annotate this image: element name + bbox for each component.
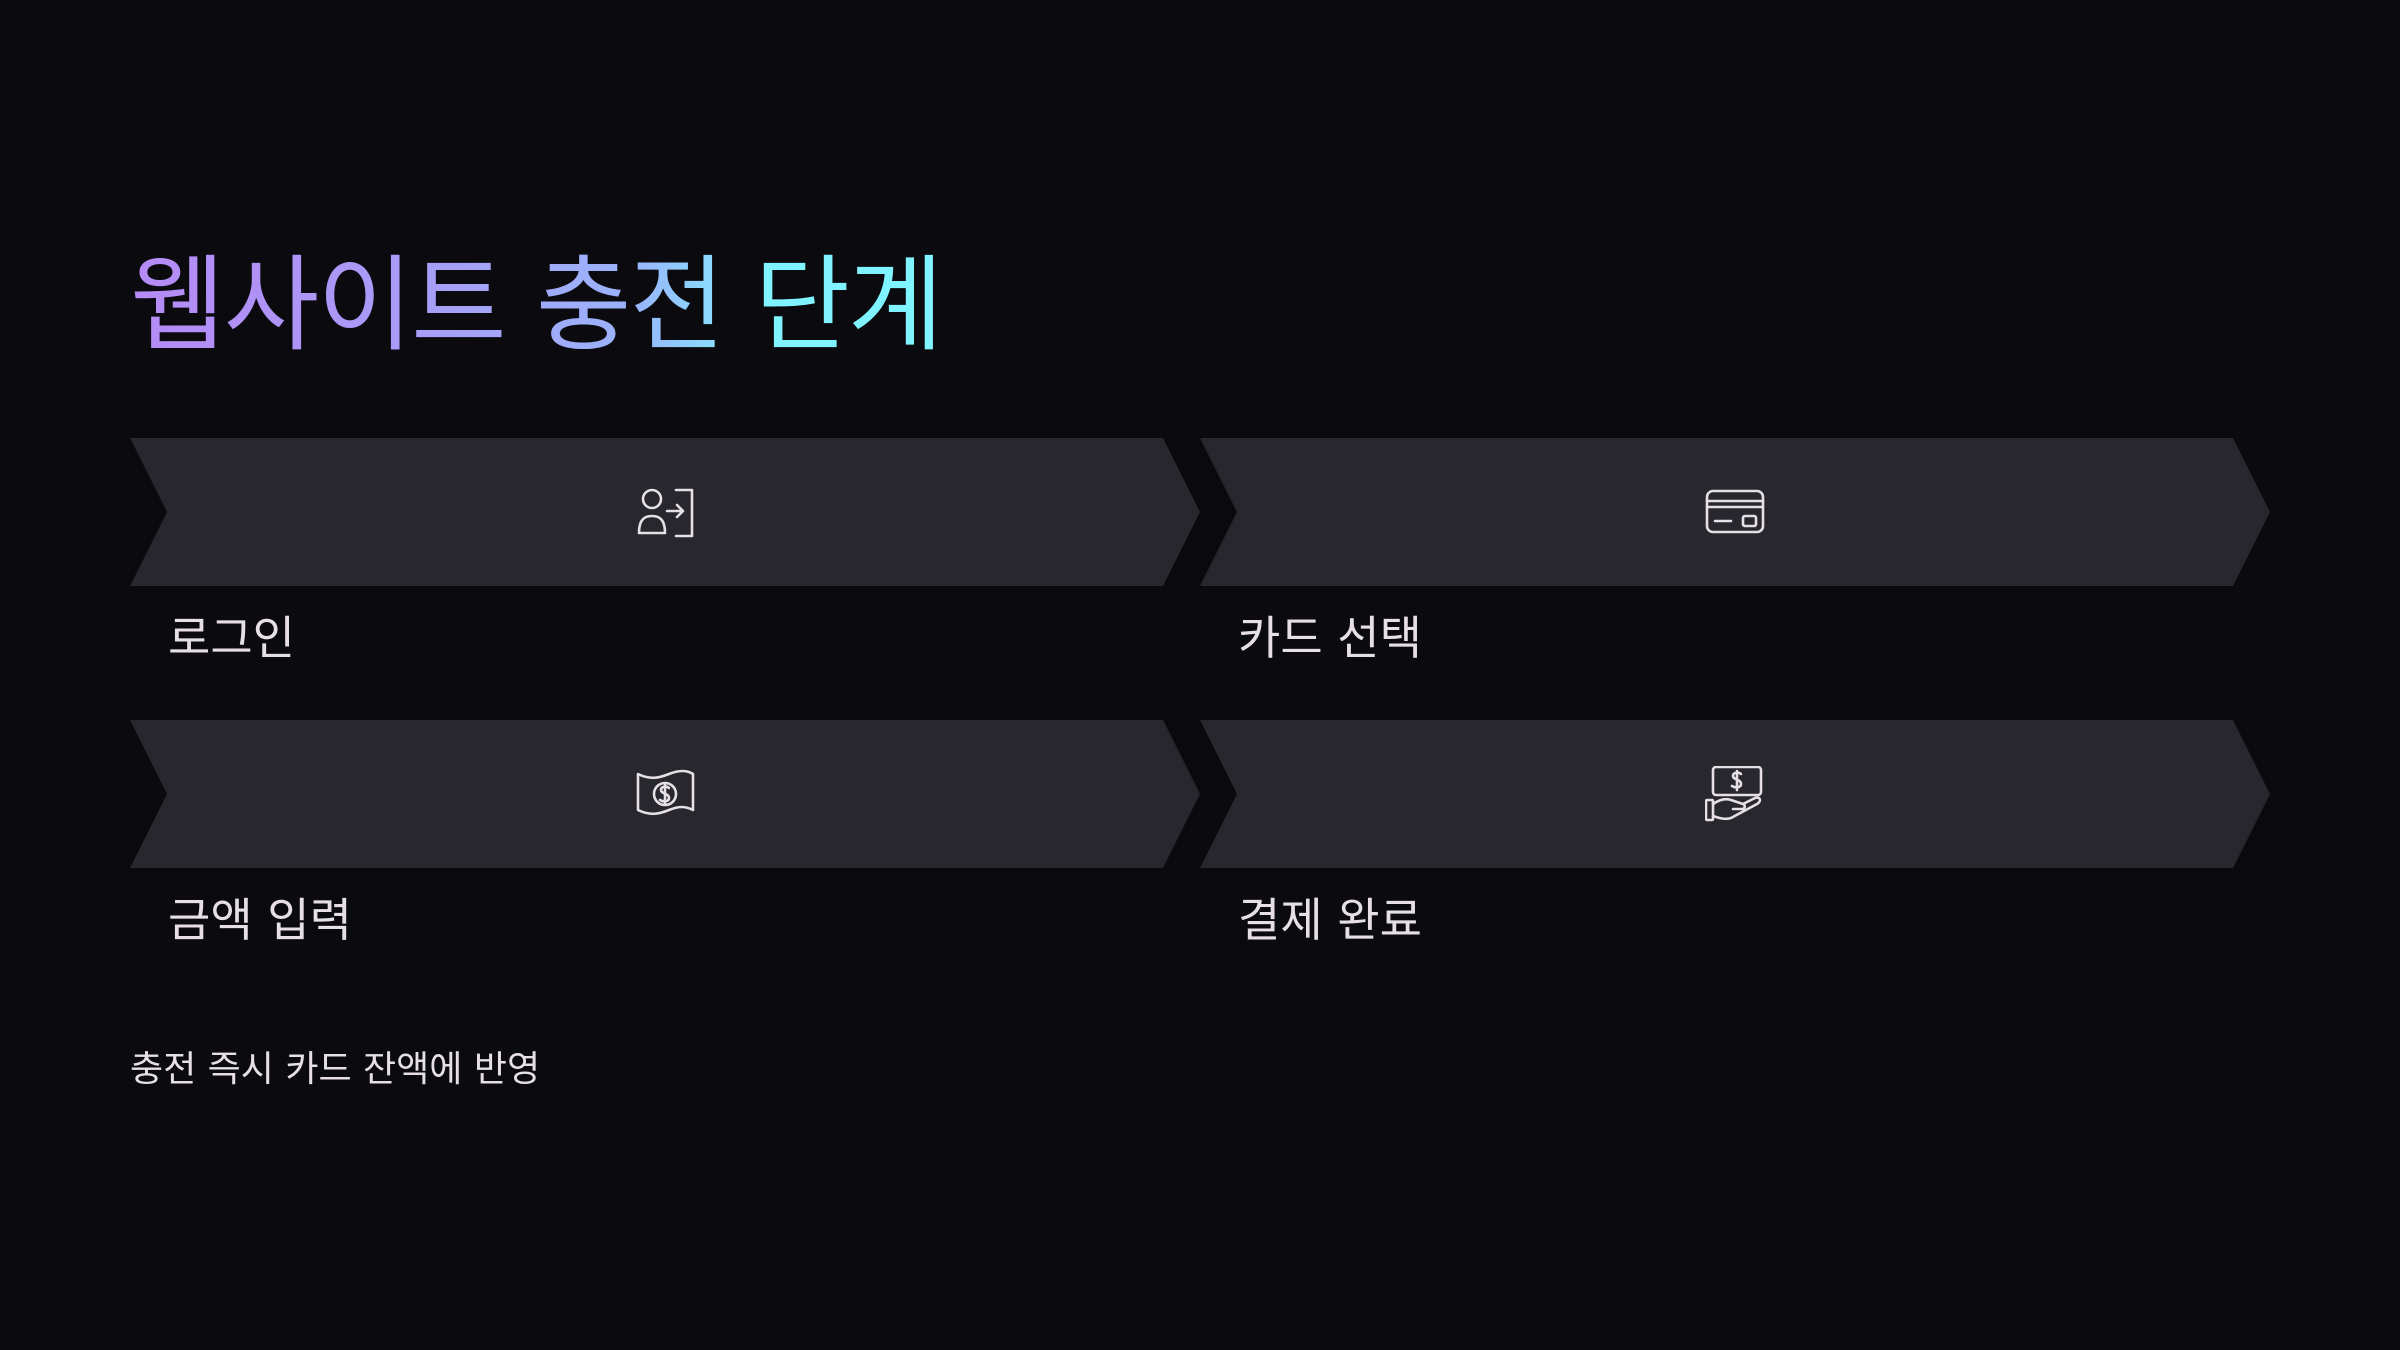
chevron-shape xyxy=(130,438,1200,586)
page-title: 웹사이트 충전 단계 xyxy=(130,240,944,370)
step-label: 카드 선택 xyxy=(1238,611,1422,665)
banknote-dollar-icon xyxy=(635,766,695,822)
chevron-shape xyxy=(1200,438,2270,586)
user-login-icon xyxy=(635,484,695,540)
step-label: 로그인 xyxy=(168,611,295,665)
footer-note: 충전 즉시 카드 잔액에 반영 xyxy=(130,1049,541,1090)
step-label: 금액 입력 xyxy=(168,893,352,947)
credit-card-icon xyxy=(1705,484,1765,540)
hand-holding-money-icon xyxy=(1705,766,1765,822)
step-label: 결제 완료 xyxy=(1238,893,1422,947)
